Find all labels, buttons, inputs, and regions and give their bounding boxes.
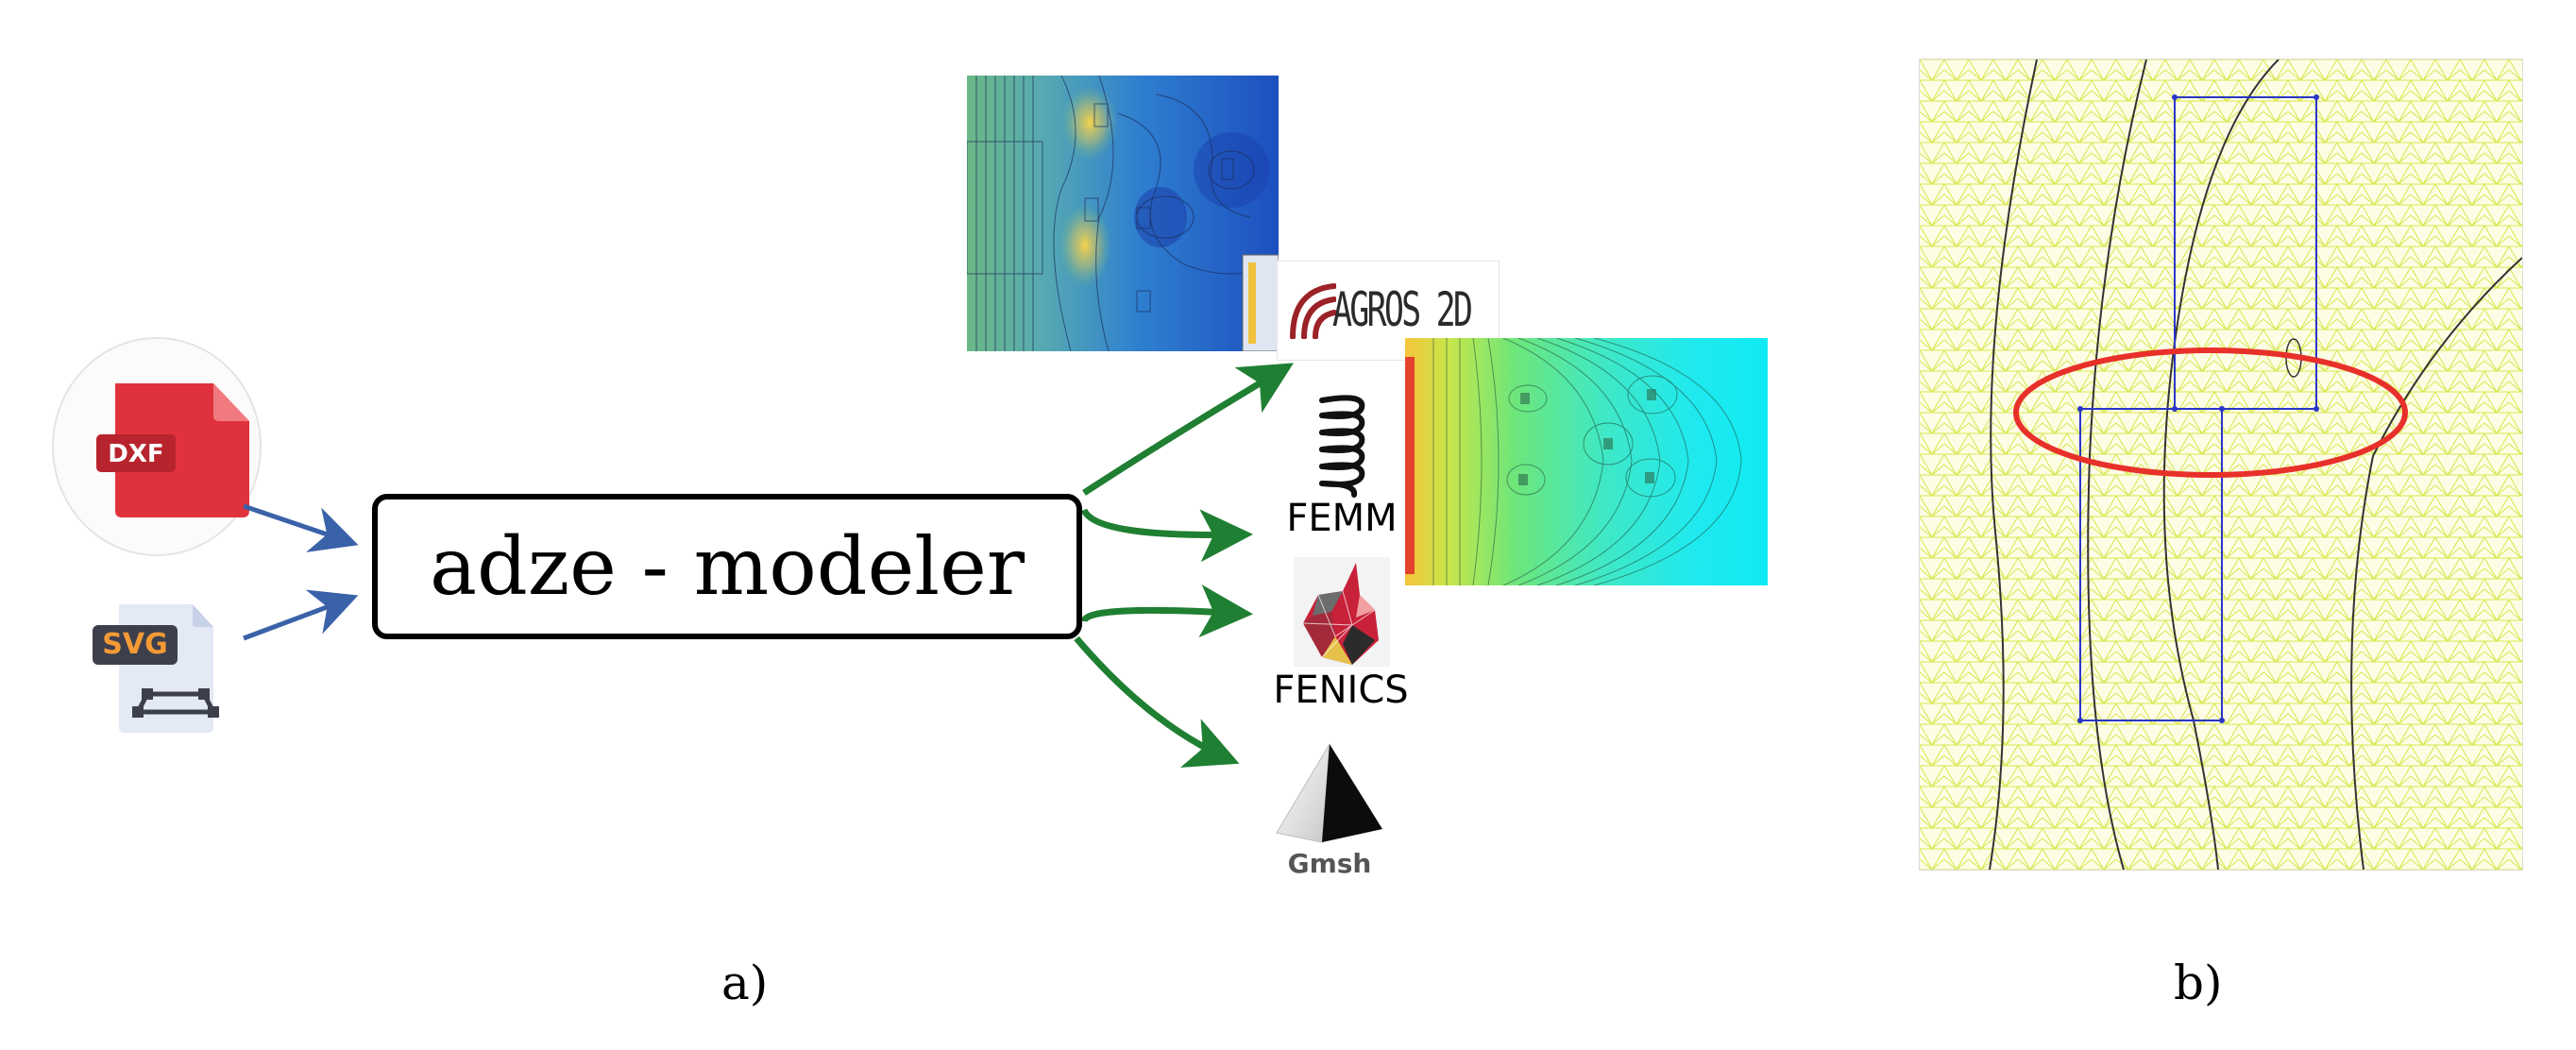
- gmsh-label: Gmsh: [1287, 848, 1372, 879]
- femm-logo: FEMM: [1284, 389, 1399, 550]
- dxf-label: DXF: [108, 440, 164, 468]
- svg-label: SVG: [102, 628, 168, 661]
- svg-file-icon: SVG: [91, 602, 223, 735]
- fenics-label: FENICS: [1273, 669, 1409, 712]
- svg-input-arrow: [243, 589, 359, 641]
- caption-b: b): [2174, 956, 2223, 1010]
- gmsh-logo: Gmsh: [1269, 742, 1390, 882]
- gmsh-pyramid-icon: [1276, 743, 1382, 843]
- femm-coil-icon: [1319, 395, 1365, 498]
- femm-label: FEMM: [1286, 497, 1398, 540]
- femm-output-arrow: [1080, 508, 1253, 563]
- adze-modeler-title: adze - modeler: [429, 520, 1025, 613]
- agros-label: AGROS 2D: [1332, 282, 1473, 337]
- gmsh-output-arrow: [1074, 635, 1240, 768]
- highlight-ellipse: [2013, 347, 2408, 478]
- fenics-flame-icon: [1294, 557, 1390, 667]
- agros-output-arrow: [1082, 363, 1295, 496]
- agros-field-plot: [967, 76, 1279, 351]
- mesh-boundary-curves: [1989, 59, 2523, 871]
- fenics-logo: FENICS: [1265, 557, 1416, 723]
- fenics-output-arrow: [1080, 584, 1253, 638]
- dxf-input-arrow: [243, 503, 359, 552]
- agros-arc-icon: [1290, 283, 1336, 339]
- mesh-panel: [1919, 59, 2523, 871]
- caption-a: a): [721, 956, 769, 1010]
- femm-field-plot: [1405, 338, 1768, 585]
- dxf-file-icon: DXF: [51, 336, 263, 557]
- adze-modeler-box: adze - modeler: [372, 494, 1082, 639]
